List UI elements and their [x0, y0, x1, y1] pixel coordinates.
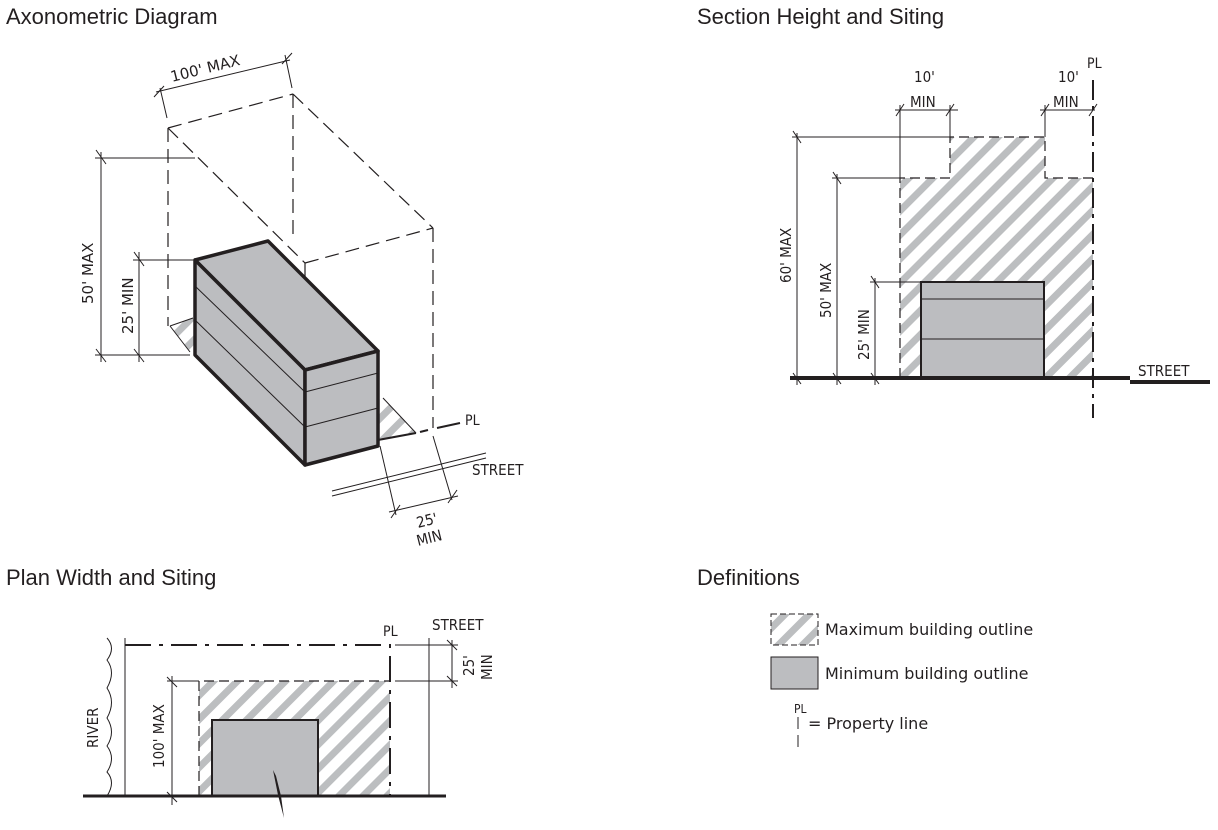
- plan-entry-arrow-icon: [273, 770, 284, 818]
- section-height-25-label: 25' MIN: [855, 309, 873, 360]
- plan-river-edge: [106, 637, 112, 797]
- axo-height-max-label: 50' MAX: [79, 243, 97, 304]
- plan-min-building: [211, 719, 319, 797]
- section-min-building: [920, 281, 1045, 379]
- plan-street-label: STREET: [432, 616, 484, 634]
- legend-item-maximum: Maximum building outline: [770, 613, 1033, 646]
- legend-hatched-swatch: [770, 613, 819, 646]
- section-title: Section Height and Siting: [697, 4, 945, 29]
- plan-title: Plan Width and Siting: [6, 565, 217, 590]
- section-step-dimensions: [895, 103, 1098, 178]
- legend-minimum-label: Minimum building outline: [825, 664, 1028, 683]
- axo-height-min-label: 25' MIN: [119, 277, 137, 334]
- section-right-step-label-line2: MIN: [1053, 93, 1079, 111]
- axo-street-lines: [331, 452, 487, 497]
- axo-width-dimension: [153, 52, 293, 119]
- axo-height-min-dimension: [133, 251, 193, 363]
- definitions-title: Definitions: [697, 565, 800, 590]
- legend-maximum-label: Maximum building outline: [825, 620, 1033, 639]
- section-height-dimensions: [792, 130, 950, 385]
- plan-depth-dimension: [166, 676, 199, 805]
- section-height-50-label: 50' MAX: [817, 263, 835, 318]
- legend-property-line-label: = Property line: [808, 714, 928, 733]
- section-right-step-label-line1: 10': [1058, 68, 1079, 86]
- section-diagram: STREET PL 10' MIN 10' MIN: [777, 56, 1210, 418]
- section-property-line-symbol: PL: [1087, 56, 1102, 72]
- axonometric-title: Axonometric Diagram: [6, 4, 218, 29]
- plan-setback-dimension: [395, 639, 458, 688]
- axo-left-hatch-strip: [170, 318, 200, 352]
- legend-item-property-line: PL = Property line: [794, 702, 928, 752]
- axo-height-max-dimension: [95, 149, 195, 363]
- legend-property-line-symbol: PL: [794, 702, 807, 716]
- section-height-60-label: 60' MAX: [777, 228, 795, 283]
- axonometric-diagram: 100' MAX 50' MAX 25' MIN: [79, 51, 524, 550]
- plan-setback-label-line1: 25': [460, 655, 478, 676]
- legend-item-minimum: Minimum building outline: [770, 656, 1028, 690]
- axo-setback-dimension: [379, 435, 459, 519]
- axo-setback-label-line1: 25': [415, 509, 440, 532]
- plan-setback-label-line2: MIN: [478, 654, 496, 680]
- plan-river-label: RIVER: [84, 708, 102, 748]
- plan-diagram: PL RIVER STREET 100' MAX 25' MIN: [83, 616, 496, 818]
- axo-property-line-symbol: PL: [465, 413, 480, 429]
- section-street-label: STREET: [1138, 362, 1190, 380]
- axo-front-hatch-strip: [378, 398, 416, 440]
- definitions-legend: Maximum building outline Minimum buildin…: [770, 613, 1033, 752]
- plan-property-line-symbol: PL: [383, 624, 398, 640]
- section-left-step-label-line2: MIN: [910, 93, 936, 111]
- section-left-step-label-line1: 10': [914, 68, 935, 86]
- axo-property-line: [377, 422, 461, 441]
- axo-min-building: [193, 239, 380, 467]
- legend-solid-swatch: [770, 656, 819, 690]
- plan-depth-label: 100' MAX: [150, 704, 168, 768]
- axo-street-label: STREET: [472, 461, 524, 479]
- plan-property-line: [125, 644, 391, 796]
- axo-setback-label-line2: MIN: [415, 526, 444, 550]
